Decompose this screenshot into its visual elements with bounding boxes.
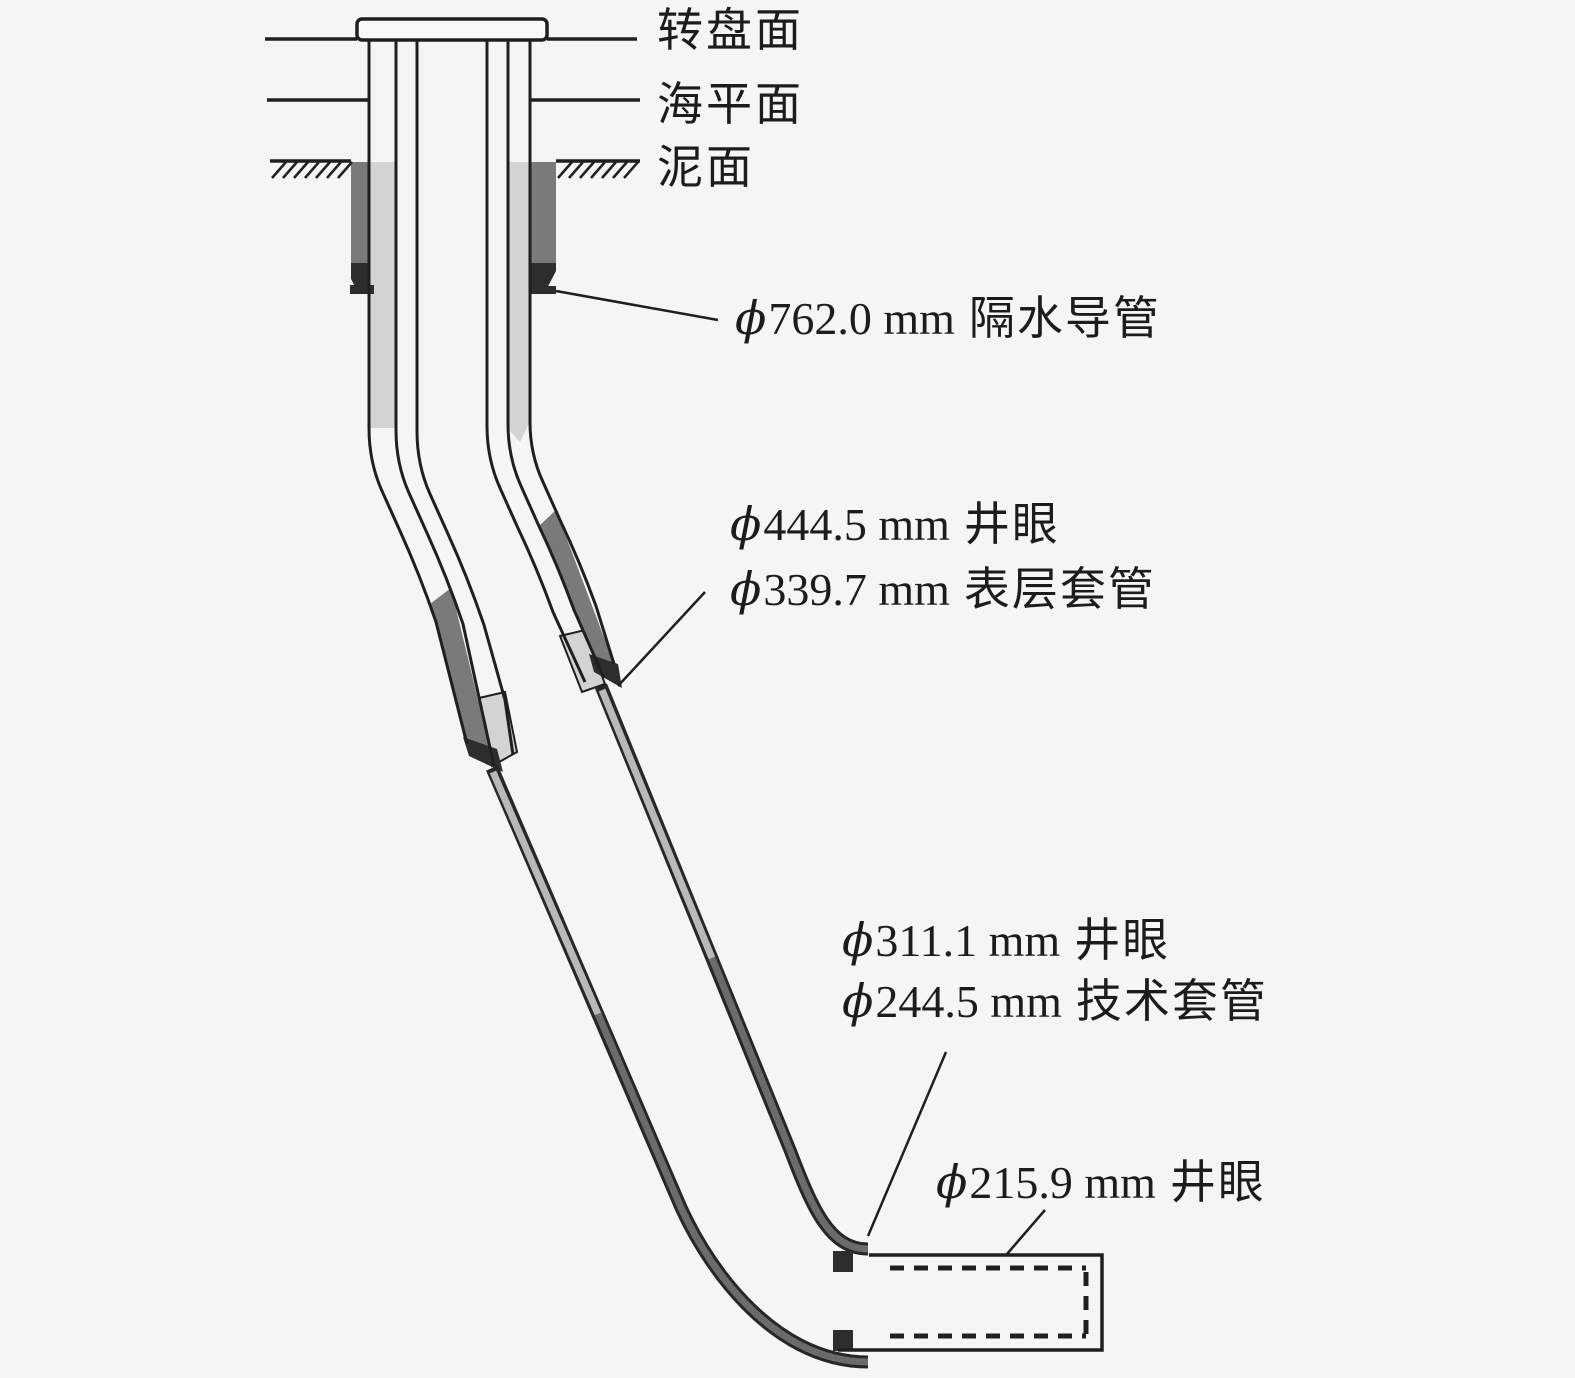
cement-patch-right-shoe xyxy=(558,628,607,694)
phi-symbol: ϕ xyxy=(936,1155,968,1209)
phi-symbol: ϕ xyxy=(842,974,874,1028)
leader-lines xyxy=(555,289,1046,1255)
open-hole-section xyxy=(833,1251,1104,1352)
label-sea-level: 海平面 xyxy=(657,79,804,130)
conductor-shoe-right-foot xyxy=(532,286,556,294)
cement-diagonal-right xyxy=(539,510,614,678)
conductor-shoe-left-foot xyxy=(350,285,374,294)
conductor-wall-right xyxy=(528,40,616,665)
surface-casing-wall-left xyxy=(394,40,496,767)
component-name: 技术套管 xyxy=(1075,976,1268,1027)
pipe-fill-right-dark xyxy=(708,956,869,1253)
phi-symbol: ϕ xyxy=(735,291,767,345)
leader-open-hole xyxy=(1006,1209,1046,1255)
pipe-fill-left-light xyxy=(489,770,602,1016)
component-name: 井眼 xyxy=(1169,1157,1266,1208)
phi-symbol: ϕ xyxy=(730,562,762,616)
label-technical-casing: ϕ244.5 mm 技术套管 xyxy=(842,977,1268,1026)
casing-shoe-block-bottom xyxy=(833,1330,853,1351)
component-name: 井眼 xyxy=(963,499,1060,550)
pipe-outline-left xyxy=(486,765,869,1369)
surface-casing-cement-bands xyxy=(430,510,614,766)
diameter-value: 215.9 mm xyxy=(969,1157,1156,1208)
conductor-hole-cement xyxy=(351,162,556,263)
component-name: 隔水导管 xyxy=(968,293,1161,344)
pipe-fill-right-light xyxy=(598,688,716,960)
diameter-value: 762.0 mm xyxy=(768,293,955,344)
pipe-fill-left-dark xyxy=(594,1012,869,1366)
technical-casing-pipe xyxy=(486,683,869,1369)
label-surface-casing: ϕ339.7 mm 表层套管 xyxy=(730,565,1156,614)
leader-surface-casing xyxy=(617,591,706,687)
conductor-shoes xyxy=(350,263,556,294)
label-conductor-pipe: ϕ762.0 mm 隔水导管 xyxy=(735,294,1161,343)
cement-band-left xyxy=(370,162,395,428)
surface-reference-lines xyxy=(265,17,640,179)
conductor-cement-left xyxy=(351,162,369,263)
technical-casing-wall-left xyxy=(415,40,515,756)
technical-casing-wall-right xyxy=(485,40,587,683)
surface-casing-wall-right xyxy=(506,40,606,679)
leader-conductor xyxy=(555,289,719,322)
label-open-hole-216: ϕ215.9 mm 井眼 xyxy=(936,1158,1266,1207)
phi-symbol: ϕ xyxy=(730,497,762,551)
cement-diagonal-left xyxy=(430,588,494,766)
casing-shoe-block-top xyxy=(833,1251,853,1272)
conductor-wall-left xyxy=(367,40,469,745)
pipe-outline-right xyxy=(594,683,869,1256)
diameter-value: 311.1 mm xyxy=(875,915,1061,966)
rotary-table-plate xyxy=(355,17,549,42)
diameter-value: 444.5 mm xyxy=(763,499,950,550)
wellbore-wall-lines xyxy=(367,40,616,767)
component-name: 井眼 xyxy=(1074,915,1171,966)
label-mud-line: 泥面 xyxy=(657,142,755,193)
open-hole-outline xyxy=(838,1253,1104,1352)
phi-symbol: ϕ xyxy=(842,913,874,967)
label-rotary-table: 转盘面 xyxy=(657,5,804,56)
component-name: 表层套管 xyxy=(963,564,1156,615)
diameter-value: 244.5 mm xyxy=(875,976,1062,1027)
label-hole-311: ϕ311.1 mm 井眼 xyxy=(842,916,1170,965)
leader-technical-casing xyxy=(866,1051,948,1237)
mudline-hatching xyxy=(271,161,639,179)
conductor-cement-right xyxy=(531,162,556,263)
label-hole-444: ϕ444.5 mm 井眼 xyxy=(730,500,1060,549)
cement-band-right xyxy=(509,162,529,442)
diameter-value: 339.7 mm xyxy=(763,564,950,615)
